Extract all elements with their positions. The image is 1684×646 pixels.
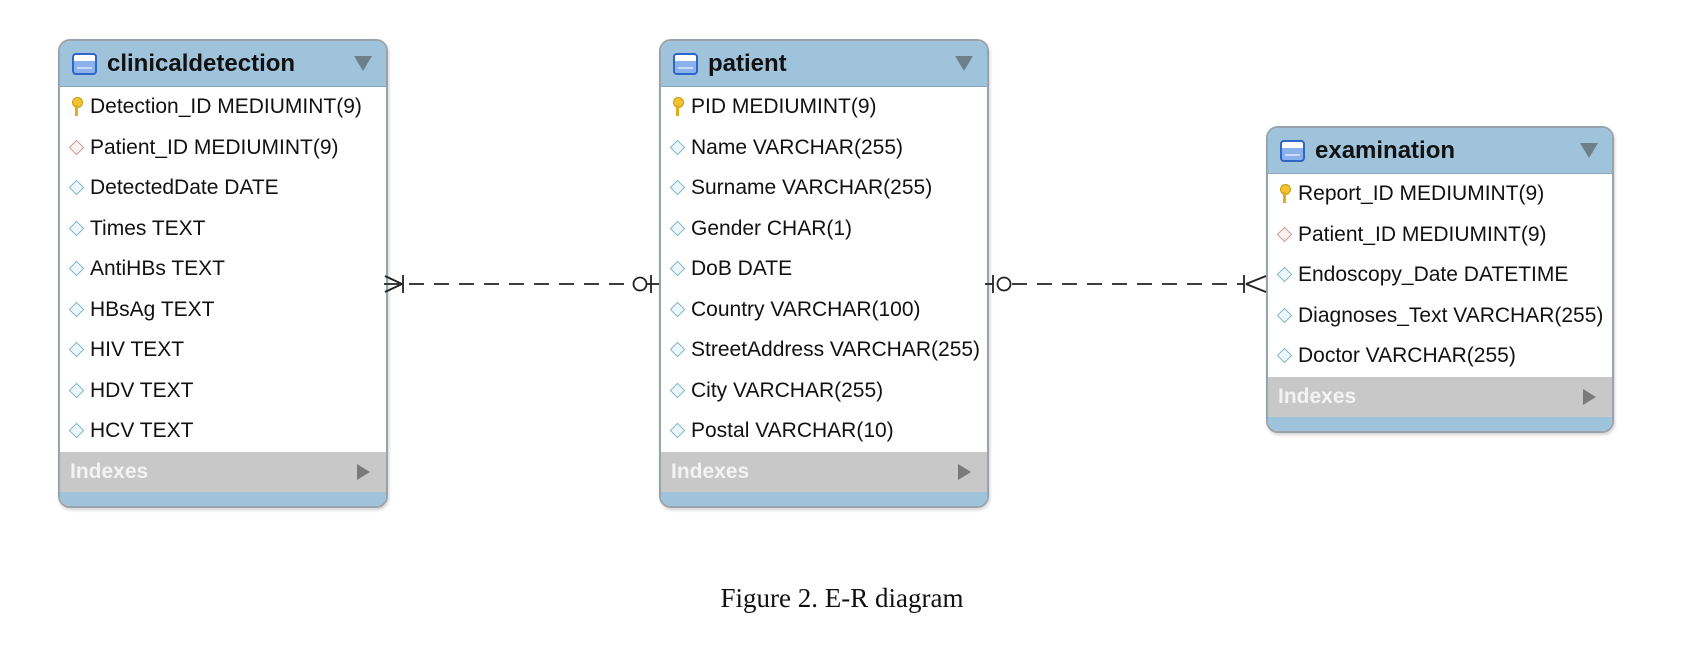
zero-circle-icon	[632, 276, 648, 292]
column-label: Detection_ID MEDIUMINT(9)	[90, 95, 362, 119]
relationship-patient-examination[interactable]	[985, 275, 1267, 293]
column-row[interactable]: Country VARCHAR(100)	[661, 290, 987, 331]
column-row[interactable]: StreetAddress VARCHAR(255)	[661, 330, 987, 371]
primary-key-icon	[669, 97, 685, 117]
column-label: Postal VARCHAR(10)	[691, 419, 894, 443]
collapse-arrow-icon[interactable]	[955, 56, 973, 71]
entity-footer	[60, 491, 386, 506]
column-row[interactable]: City VARCHAR(255)	[661, 371, 987, 412]
entity-header[interactable]: patient	[661, 41, 987, 87]
column-row[interactable]: DetectedDate DATE	[60, 168, 386, 209]
expand-arrow-icon[interactable]	[1583, 388, 1596, 405]
entity-patient[interactable]: patient PID MEDIUMINT(9) Name VARCHAR(255…	[659, 39, 989, 508]
column-row[interactable]: Postal VARCHAR(10)	[661, 411, 987, 452]
entity-header[interactable]: clinicaldetection	[60, 41, 386, 87]
table-icon	[1280, 139, 1305, 162]
column-list: Report_ID MEDIUMINT(9) Patient_ID MEDIUMI…	[1268, 174, 1612, 377]
column-row[interactable]: Detection_ID MEDIUMINT(9)	[60, 87, 386, 128]
entity-clinicaldetection[interactable]: clinicaldetection Detection_ID MEDIUMINT…	[58, 39, 388, 508]
column-row[interactable]: HBsAg TEXT	[60, 290, 386, 331]
column-label: City VARCHAR(255)	[691, 378, 884, 402]
figure-caption: Figure 2. E-R diagram	[720, 583, 964, 613]
column-label: Gender CHAR(1)	[691, 216, 853, 240]
column-label: HDV TEXT	[90, 378, 194, 402]
column-label: HBsAg TEXT	[90, 297, 215, 321]
crowfoot-icon	[1245, 275, 1267, 285]
indexes-section[interactable]: Indexes	[661, 451, 987, 492]
entity-examination[interactable]: examination Report_ID MEDIUMINT(9) Patien…	[1266, 126, 1614, 433]
column-label: Patient_ID MEDIUMINT(9)	[90, 135, 339, 159]
column-label: Surname VARCHAR(255)	[691, 176, 933, 200]
column-label: Endoscopy_Date DATETIME	[1298, 263, 1569, 287]
expand-arrow-icon[interactable]	[958, 463, 971, 480]
column-row[interactable]: Times TEXT	[60, 209, 386, 250]
column-label: HCV TEXT	[90, 419, 194, 443]
column-label: AntiHBs TEXT	[90, 257, 225, 281]
indexes-section[interactable]: Indexes	[60, 451, 386, 492]
indexes-section[interactable]: Indexes	[1268, 376, 1612, 417]
column-label: DetectedDate DATE	[90, 176, 279, 200]
crowfoot-icon	[384, 275, 403, 285]
column-row[interactable]: Doctor VARCHAR(255)	[1268, 336, 1612, 377]
column-label: Diagnoses_Text VARCHAR(255)	[1298, 303, 1604, 327]
column-row[interactable]: Name VARCHAR(255)	[661, 128, 987, 169]
table-icon	[72, 52, 97, 75]
column-row[interactable]: Patient_ID MEDIUMINT(9)	[60, 128, 386, 169]
column-label: Patient_ID MEDIUMINT(9)	[1298, 222, 1547, 246]
column-label: Times TEXT	[90, 216, 206, 240]
column-label: Name VARCHAR(255)	[691, 135, 903, 159]
collapse-arrow-icon[interactable]	[354, 56, 372, 71]
zero-circle-icon	[996, 276, 1012, 292]
crowfoot-icon	[384, 283, 403, 293]
indexes-label: Indexes	[671, 459, 750, 483]
column-list: PID MEDIUMINT(9) Name VARCHAR(255) Surname…	[661, 87, 987, 452]
indexes-label: Indexes	[70, 459, 149, 483]
column-row[interactable]: Endoscopy_Date DATETIME	[1268, 255, 1612, 296]
column-row[interactable]: Report_ID MEDIUMINT(9)	[1268, 174, 1612, 215]
primary-key-icon	[68, 97, 84, 117]
column-label: StreetAddress VARCHAR(255)	[691, 338, 981, 362]
entity-header[interactable]: examination	[1268, 128, 1612, 174]
column-label: DoB DATE	[691, 257, 793, 281]
column-row[interactable]: Diagnoses_Text VARCHAR(255)	[1268, 296, 1612, 337]
column-row[interactable]: Patient_ID MEDIUMINT(9)	[1268, 215, 1612, 256]
column-row[interactable]: HIV TEXT	[60, 330, 386, 371]
indexes-label: Indexes	[1278, 384, 1357, 408]
column-label: Doctor VARCHAR(255)	[1298, 344, 1516, 368]
collapse-arrow-icon[interactable]	[1580, 143, 1598, 158]
entity-footer	[661, 491, 987, 506]
column-row[interactable]: PID MEDIUMINT(9)	[661, 87, 987, 128]
entity-footer	[1268, 416, 1612, 431]
column-label: PID MEDIUMINT(9)	[691, 95, 877, 119]
column-label: Report_ID MEDIUMINT(9)	[1298, 182, 1545, 206]
entity-title: clinicaldetection	[107, 49, 296, 77]
column-row[interactable]: DoB DATE	[661, 249, 987, 290]
crowfoot-icon	[1245, 283, 1267, 293]
column-label: HIV TEXT	[90, 338, 185, 362]
column-row[interactable]: Gender CHAR(1)	[661, 209, 987, 250]
entity-title: patient	[708, 49, 787, 77]
relationship-clinicaldetection-patient[interactable]	[384, 275, 659, 293]
table-icon	[673, 52, 698, 75]
primary-key-icon	[1276, 184, 1292, 204]
column-row[interactable]: HDV TEXT	[60, 371, 386, 412]
column-label: Country VARCHAR(100)	[691, 297, 921, 321]
entity-title: examination	[1315, 136, 1456, 164]
column-row[interactable]: AntiHBs TEXT	[60, 249, 386, 290]
column-list: Detection_ID MEDIUMINT(9) Patient_ID MEDI…	[60, 87, 386, 452]
column-row[interactable]: Surname VARCHAR(255)	[661, 168, 987, 209]
expand-arrow-icon[interactable]	[357, 463, 370, 480]
column-row[interactable]: HCV TEXT	[60, 411, 386, 452]
